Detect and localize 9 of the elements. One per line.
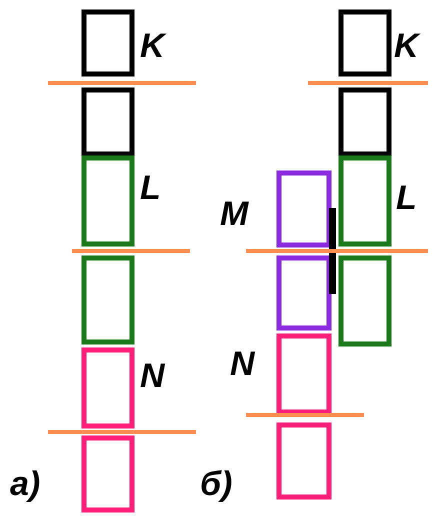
segment-label: L [396,180,417,216]
segment-label: L [140,170,161,206]
panel-label: б) [200,466,232,502]
segment-label: M [220,196,248,232]
segment-label: K [394,28,419,64]
segment-label: N [230,346,255,382]
segment-label: N [140,358,165,394]
segment-label: K [140,28,165,64]
panel-label: а) [10,466,40,502]
